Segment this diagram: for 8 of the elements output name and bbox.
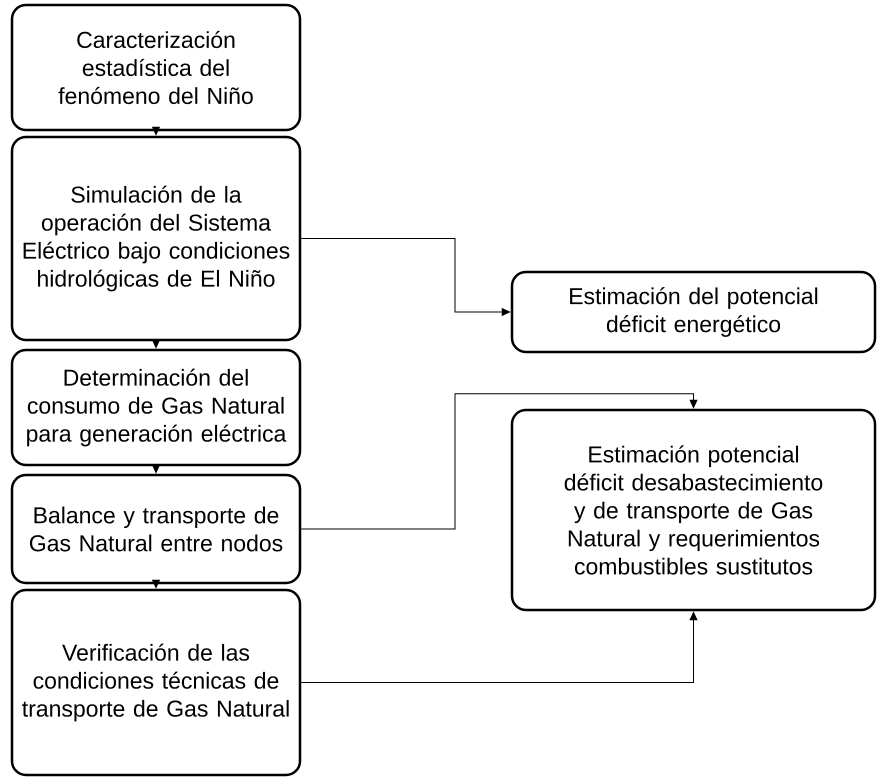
process-box: Determinación del consumo de Gas Natural para generación eléctrica xyxy=(10,348,302,466)
process-box: Estimación potencial déficit desabastecimiento y de transporte de Gas Natural y requerimientos combustibles sustitutos xyxy=(510,408,876,612)
arrow xyxy=(300,393,698,530)
process-box: Estimación del potencial déficit energético xyxy=(510,270,876,354)
process-box: Simulación de la operación del Sistema Eléctrico bajo condiciones hidrológicas de El Niño xyxy=(10,136,302,342)
process-box: Caracterización estadística del fenómeno del Niño xyxy=(10,4,302,132)
process-box: Balance y transporte de Gas Natural entre nodos xyxy=(10,474,302,584)
process-box: Verificación de las condiciones técnicas de transporte de Gas Natural xyxy=(10,588,302,776)
